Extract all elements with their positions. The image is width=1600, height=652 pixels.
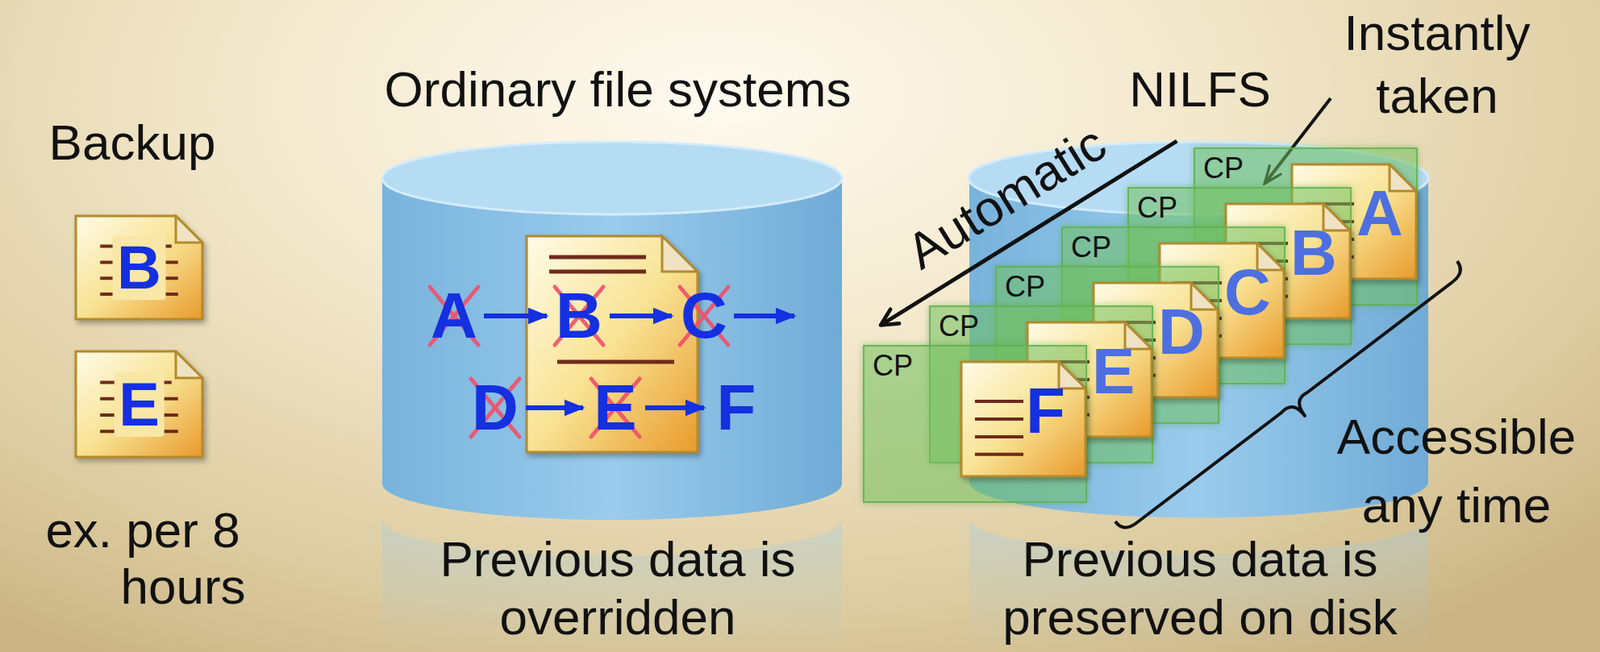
flow-arrow — [525, 405, 584, 411]
file-icon: B — [74, 214, 205, 321]
file-letter: C — [1224, 260, 1271, 325]
text-line — [549, 255, 646, 260]
checkpoint-label: CP — [1203, 154, 1244, 184]
note-text: Backup — [11, 113, 254, 172]
file-letter: B — [112, 235, 167, 300]
file-letter: D — [1158, 300, 1205, 365]
file-letter: A — [1356, 181, 1404, 246]
disk-cylinder — [382, 178, 842, 521]
region-title: Ordinary file systems — [354, 60, 881, 119]
storage-area: Ordinary file systemsPrevious data is ov… — [354, 60, 881, 650]
cylinder-top — [382, 141, 842, 215]
checkpoint-label: CP — [1137, 193, 1178, 223]
file-letter: E — [1091, 339, 1135, 405]
file-fold — [175, 216, 203, 243]
version-letter: F — [716, 375, 757, 441]
file-shape — [959, 360, 1088, 479]
file-icon: E — [74, 350, 205, 459]
checkpoint-label: CP — [1070, 233, 1112, 263]
text-line — [975, 400, 1024, 404]
file-icon — [526, 236, 698, 453]
text-line — [549, 270, 646, 275]
checkpoint-panel: CP F — [862, 345, 1088, 504]
note-text: Instantly taken — [1320, 1, 1555, 128]
file-page — [75, 216, 203, 320]
text-line — [975, 435, 1024, 439]
cylinder-reflection — [969, 520, 1429, 652]
flow-arrow — [645, 405, 705, 411]
wrap-spacer — [5, 558, 87, 616]
text-line — [975, 417, 1024, 421]
file-page — [961, 362, 1086, 477]
version-letter: E — [593, 375, 637, 441]
file-page — [526, 236, 698, 453]
version-letter: D — [471, 375, 519, 441]
region-title: NILFS — [969, 60, 1431, 119]
file-fold — [662, 236, 698, 272]
file-fold — [175, 351, 203, 379]
flow-arrow — [483, 313, 547, 319]
version-letter: A — [430, 283, 478, 349]
version-letter: C — [680, 283, 728, 349]
checkpoint-label: CP — [872, 351, 913, 381]
wrap-spacer — [199, 615, 280, 652]
text-line — [557, 360, 675, 365]
caption-text: Previous data is preserved on disk — [974, 530, 1426, 647]
checkpoint-label: CP — [938, 312, 980, 342]
text-line — [975, 453, 1024, 457]
file-letter: F — [1025, 379, 1066, 444]
file-letter: E — [113, 372, 165, 438]
file-letter: B — [1290, 220, 1338, 286]
version-letter: B — [555, 283, 603, 349]
flow-arrow — [609, 313, 672, 319]
caption-text: Previous data is overridden — [391, 530, 844, 647]
note-text: Accessible any time — [1327, 402, 1586, 540]
flow-arrow — [733, 313, 795, 319]
checkpoint-label: CP — [1004, 272, 1046, 302]
file-page — [75, 351, 203, 458]
note-text: ex. per 8 hours — [5, 502, 280, 652]
